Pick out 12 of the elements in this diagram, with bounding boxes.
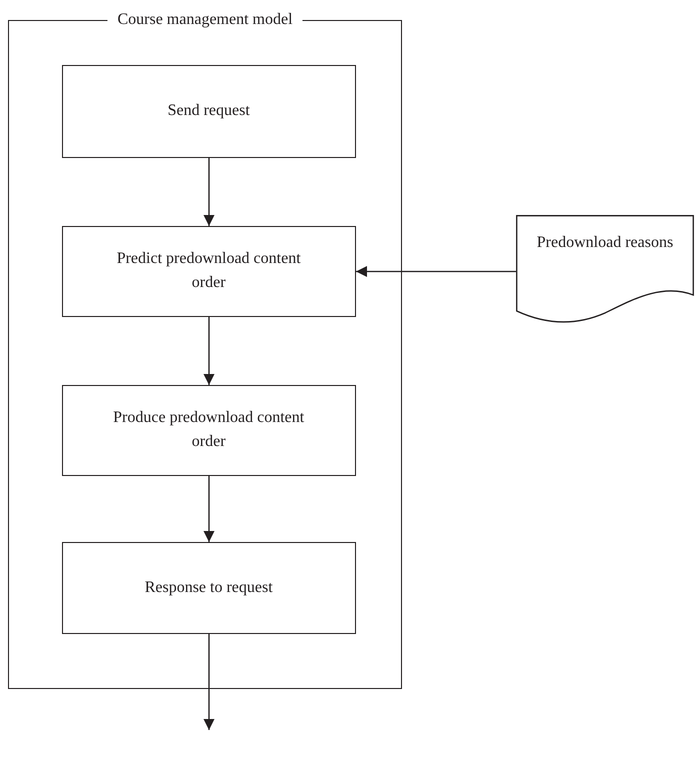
document-label: Predownload reasons bbox=[536, 233, 674, 253]
process-box: Predict predownload content order bbox=[62, 226, 356, 317]
process-box: Send request bbox=[62, 64, 356, 158]
arrow bbox=[204, 317, 214, 385]
arrow bbox=[204, 158, 214, 226]
process-box: Response to request bbox=[62, 542, 356, 634]
process-box: Produce predownload content order bbox=[62, 384, 356, 476]
arrow bbox=[204, 476, 214, 542]
document-symbol bbox=[516, 215, 694, 325]
arrow bbox=[204, 634, 214, 730]
frame-title: Course management model bbox=[107, 10, 303, 30]
arrow bbox=[356, 266, 516, 277]
